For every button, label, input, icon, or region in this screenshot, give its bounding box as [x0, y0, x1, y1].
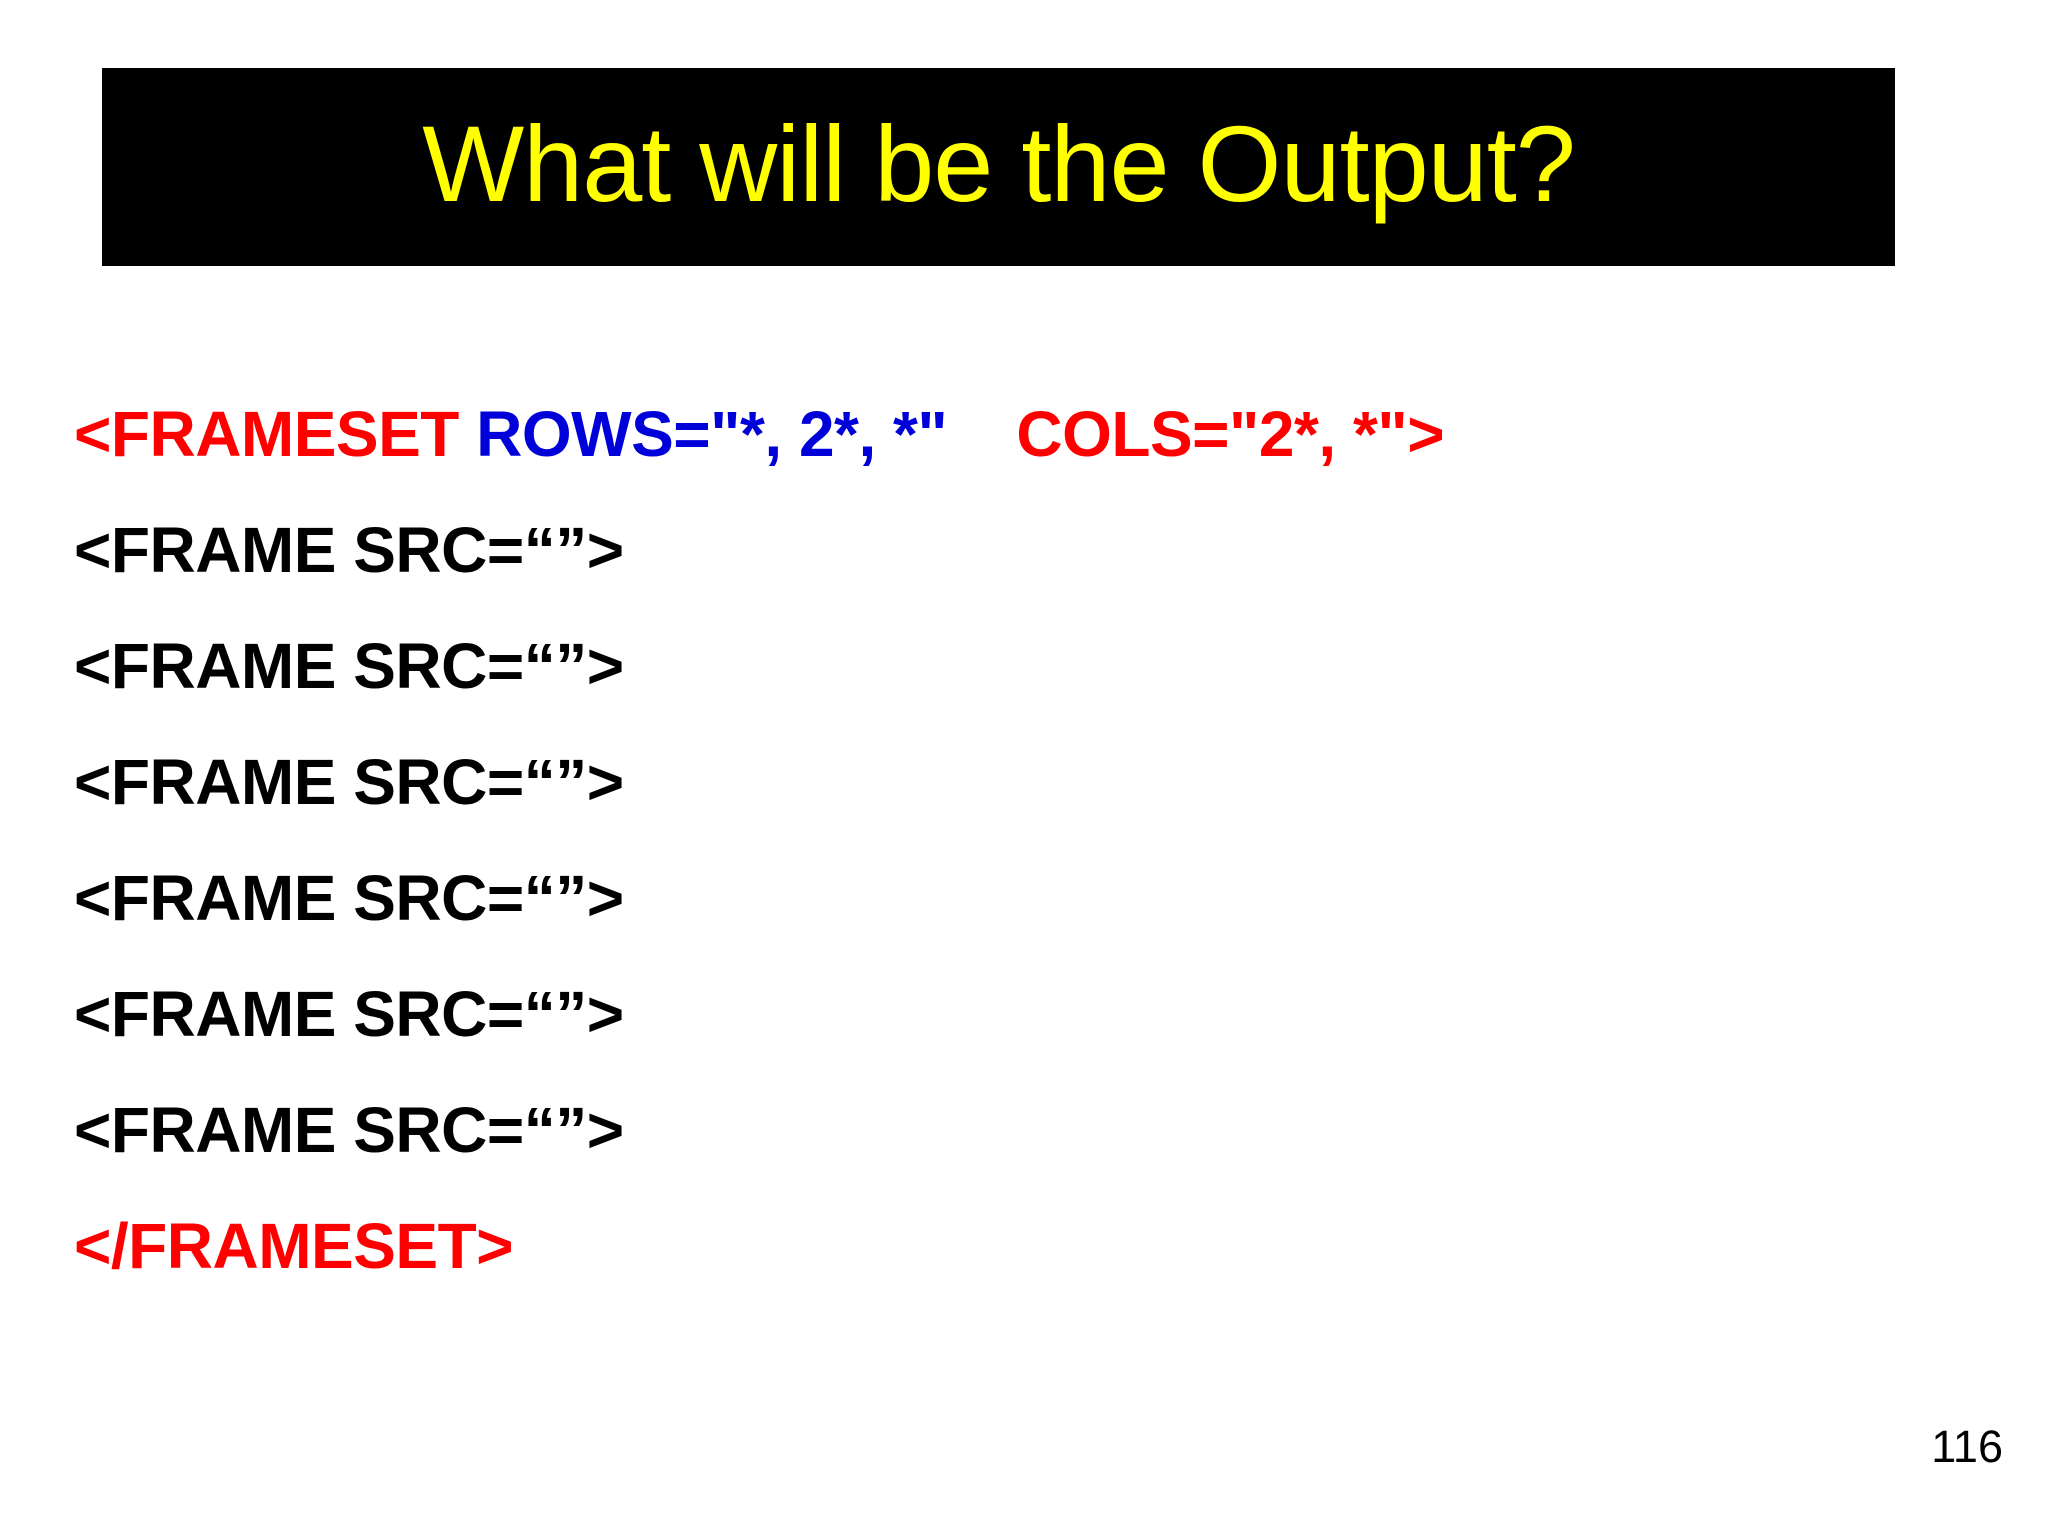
- page-number: 116: [1931, 1421, 2003, 1472]
- line-frame-6: <FRAME SRC=“”>: [74, 1072, 1974, 1188]
- title-banner: What will be the Output?: [102, 68, 1895, 266]
- line-frame-4: <FRAME SRC=“”>: [74, 840, 1974, 956]
- line-frame-3: <FRAME SRC=“”>: [74, 724, 1974, 840]
- line-frame-4-segment-1: <FRAME SRC=“”>: [74, 862, 624, 934]
- line-frame-2-segment-1: <FRAME SRC=“”>: [74, 630, 624, 702]
- page-title: What will be the Output?: [422, 103, 1576, 224]
- line-frame-2: <FRAME SRC=“”>: [74, 608, 1974, 724]
- line-frameset-open-segment-3: COLS="2*, *">: [947, 398, 1445, 470]
- code-listing: <FRAMESET ROWS="*, 2*, *" COLS="2*, *"><…: [74, 376, 1974, 1304]
- line-frame-6-segment-1: <FRAME SRC=“”>: [74, 1094, 624, 1166]
- line-frame-1: <FRAME SRC=“”>: [74, 492, 1974, 608]
- line-frameset-open-segment-2: ROWS="*, 2*, *": [476, 398, 948, 470]
- line-frameset-open: <FRAMESET ROWS="*, 2*, *" COLS="2*, *">: [74, 376, 1974, 492]
- line-frameset-close-segment-1: </FRAMESET>: [74, 1210, 514, 1282]
- line-frame-5: <FRAME SRC=“”>: [74, 956, 1974, 1072]
- line-frameset-close: </FRAMESET>: [74, 1188, 1974, 1304]
- line-frameset-open-segment-1: <FRAMESET: [74, 398, 477, 470]
- line-frame-1-segment-1: <FRAME SRC=“”>: [74, 514, 624, 586]
- line-frame-5-segment-1: <FRAME SRC=“”>: [74, 978, 624, 1050]
- line-frame-3-segment-1: <FRAME SRC=“”>: [74, 746, 624, 818]
